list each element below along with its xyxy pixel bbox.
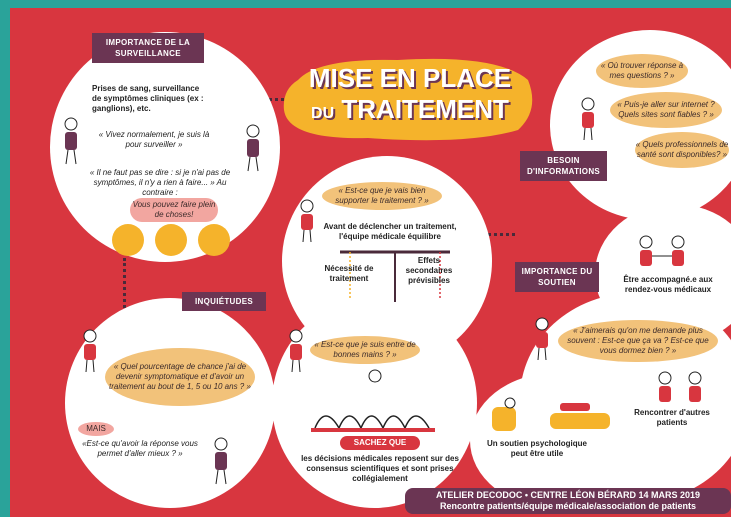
inquietudes-mais: MAIS <box>78 422 114 436</box>
theatre-masks-icon <box>112 224 144 256</box>
decision-label: SACHEZ QUE <box>340 436 420 450</box>
patient-icon <box>581 97 595 141</box>
patient-icon <box>535 317 549 361</box>
patients-meeting-icon <box>658 371 702 402</box>
guitar-icon <box>198 224 230 256</box>
therapy-couch-icon <box>492 397 610 431</box>
surveillance-quote1: « Vivez normalement, je suis là pour sur… <box>98 130 210 149</box>
tag-besoin: BESOIN D'INFORMATIONS <box>520 151 607 181</box>
doctor-icon <box>246 124 260 172</box>
medical-team-icon <box>311 369 435 432</box>
doctor-icon <box>214 437 228 485</box>
title-traitement: TRAITEMENT <box>341 94 509 124</box>
tag-inquietudes: INQUIÉTUDES <box>182 292 266 311</box>
tag-surveillance: IMPORTANCE DE LA SURVEILLANCE <box>92 33 204 63</box>
centre-quote: « Est-ce que je vais bien supporter le t… <box>322 182 442 210</box>
soutien-autres: Rencontrer d'autres patients <box>634 408 710 427</box>
soutien-psy: Un soutien psychologique peut être utile <box>486 439 587 458</box>
surveillance-desc: Prises de sang, surveillance de symptôme… <box>92 84 204 113</box>
patient-icon <box>289 329 303 373</box>
tag-soutien: IMPORTANCE DU SOUTIEN <box>515 262 599 292</box>
besoin-q1: « Où trouver réponse à mes questions ? » <box>596 54 688 88</box>
title-du: DU <box>311 105 335 122</box>
balance-scale-icon <box>340 250 450 302</box>
besoin-q3: « Quels professionnels de santé sont dis… <box>635 132 729 168</box>
centre-desc: Avant de déclencher un traitement, l'équ… <box>323 222 457 241</box>
connector-right <box>470 233 515 236</box>
connector-left <box>123 258 126 308</box>
palette-icon <box>155 224 187 256</box>
decision-quote: « Est-ce que je suis entre de bonnes mai… <box>310 336 420 364</box>
inquietudes-quote: « Quel pourcentage de chance j'ai de dev… <box>105 348 255 406</box>
patient-icon <box>83 329 97 373</box>
patient-icon <box>300 199 314 243</box>
centre-left: Nécessité de traitement <box>324 264 374 283</box>
surveillance-pill: Vous pouvez faire plein de choses! <box>130 198 218 222</box>
circle-decision <box>272 298 477 508</box>
title-line2: DU TRAITEMENT <box>280 94 540 129</box>
holding-hands-icon <box>639 235 685 266</box>
decision-text: les décisions médicales reposent sur des… <box>301 454 459 483</box>
patient-icon <box>64 117 78 165</box>
centre-right: Effets secondaires prévisibles <box>405 256 453 285</box>
soutien-accomp: Être accompagné.e aux rendez-vous médica… <box>623 275 713 294</box>
title-line1: MISE EN PLACE <box>308 63 512 93</box>
circle-surveillance <box>50 32 280 262</box>
besoin-q2: « Puis-je aller sur internet ? Quels sit… <box>610 92 722 128</box>
poster: MISE EN PLACE DU TRAITEMENT IMPORTANCE D… <box>10 8 731 517</box>
footer-line1: ATELIER DECODOC • CENTRE LÉON BÉRARD 14 … <box>435 490 701 500</box>
soutien-quote: « J'aimerais qu'on me demande plus souve… <box>558 320 718 362</box>
surveillance-quote2: « Il ne faut pas se dire : si je n'ai pa… <box>89 168 231 197</box>
footer-banner: ATELIER DECODOC • CENTRE LÉON BÉRARD 14 … <box>405 488 731 514</box>
circle-psy <box>470 373 640 508</box>
inquietudes-quote2: «Est-ce qu'avoir la réponse vous permet … <box>82 439 198 458</box>
footer-line2: Rencontre patients/équipe médicale/assoc… <box>439 501 697 511</box>
title-banner-shape <box>283 58 533 141</box>
